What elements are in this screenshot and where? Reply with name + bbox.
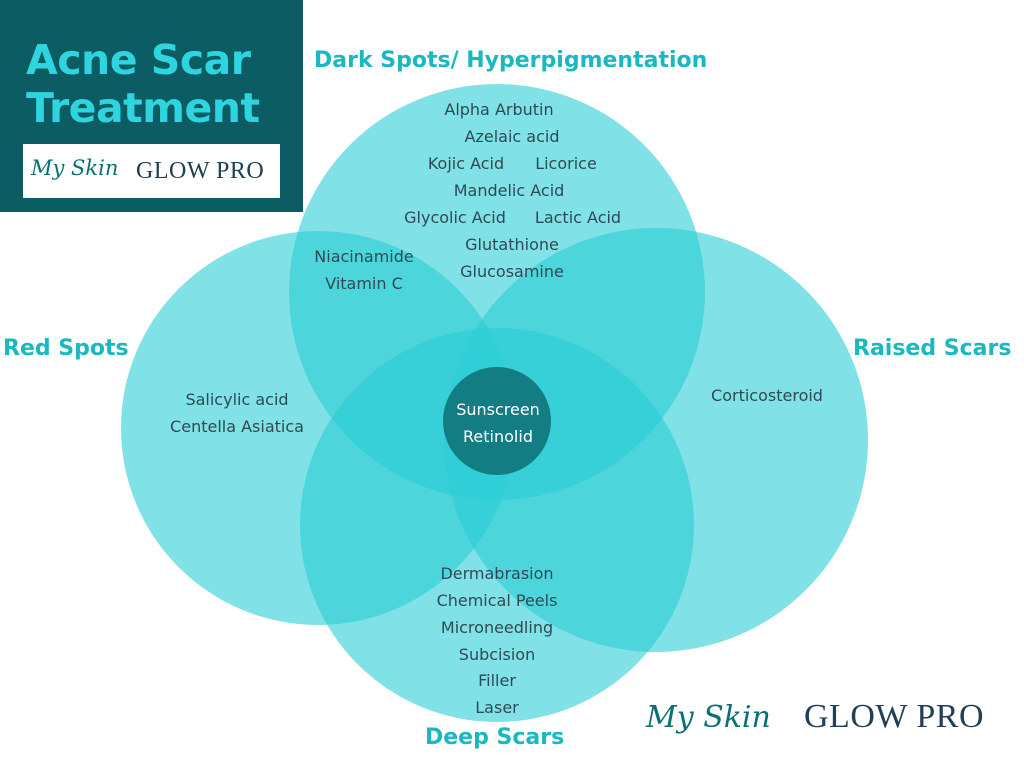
category-label-raised-scars: Raised Scars bbox=[853, 336, 1012, 361]
brand-name: GLOW PRO bbox=[136, 158, 265, 184]
title-line-2: Treatment bbox=[26, 84, 260, 132]
treatment-item-center: Retinolid bbox=[463, 427, 533, 446]
treatment-item: Lactic Acid bbox=[534, 208, 622, 227]
treatment-item: Glutathione bbox=[465, 235, 559, 254]
treatment-item: Glycolic Acid bbox=[404, 208, 506, 227]
treatment-item: Dermabrasion bbox=[440, 564, 554, 583]
title-line-1: Acne Scar bbox=[26, 36, 251, 84]
treatment-item: Salicylic acid bbox=[185, 390, 289, 409]
treatment-item: Mandelic Acid bbox=[453, 181, 565, 200]
treatment-item: Laser bbox=[475, 698, 519, 717]
brand-name-footer: GLOW PRO bbox=[804, 698, 984, 735]
treatment-item: Filler bbox=[478, 671, 516, 690]
title-panel: Acne Scar Treatment My Skin GLOW PRO bbox=[0, 0, 303, 212]
treatment-item-center: Sunscreen bbox=[456, 400, 540, 419]
brand-logo-footer: My Skin GLOW PRO bbox=[646, 692, 1016, 746]
treatment-item: Glucosamine bbox=[460, 262, 564, 281]
brand-script: My Skin bbox=[31, 156, 119, 180]
treatment-item: Corticosteroid bbox=[711, 386, 823, 405]
treatment-item: Vitamin C bbox=[325, 274, 403, 293]
brand-script-footer: My Skin bbox=[646, 700, 771, 735]
category-label-deep-scars: Deep Scars bbox=[425, 725, 565, 750]
treatment-item: Niacinamide bbox=[314, 247, 414, 266]
brand-logo-card: My Skin GLOW PRO bbox=[23, 144, 280, 198]
treatment-item: Kojic Acid bbox=[427, 154, 505, 173]
treatment-item: Microneedling bbox=[440, 618, 554, 637]
venn-circle-dark-spots bbox=[289, 84, 705, 500]
category-label-dark-spots: Dark Spots/ Hyperpigmentation bbox=[314, 48, 708, 73]
treatment-item: Licorice bbox=[535, 154, 597, 173]
venn-center-circle bbox=[443, 367, 551, 475]
treatment-item: Chemical Peels bbox=[436, 591, 558, 610]
treatment-item: Centella Asiatica bbox=[170, 417, 304, 436]
treatment-item: Alpha Arbutin bbox=[444, 100, 554, 119]
treatment-item: Azelaic acid bbox=[464, 127, 560, 146]
treatment-item: Subcision bbox=[458, 645, 536, 664]
category-label-red-spots: Red Spots bbox=[3, 336, 129, 361]
